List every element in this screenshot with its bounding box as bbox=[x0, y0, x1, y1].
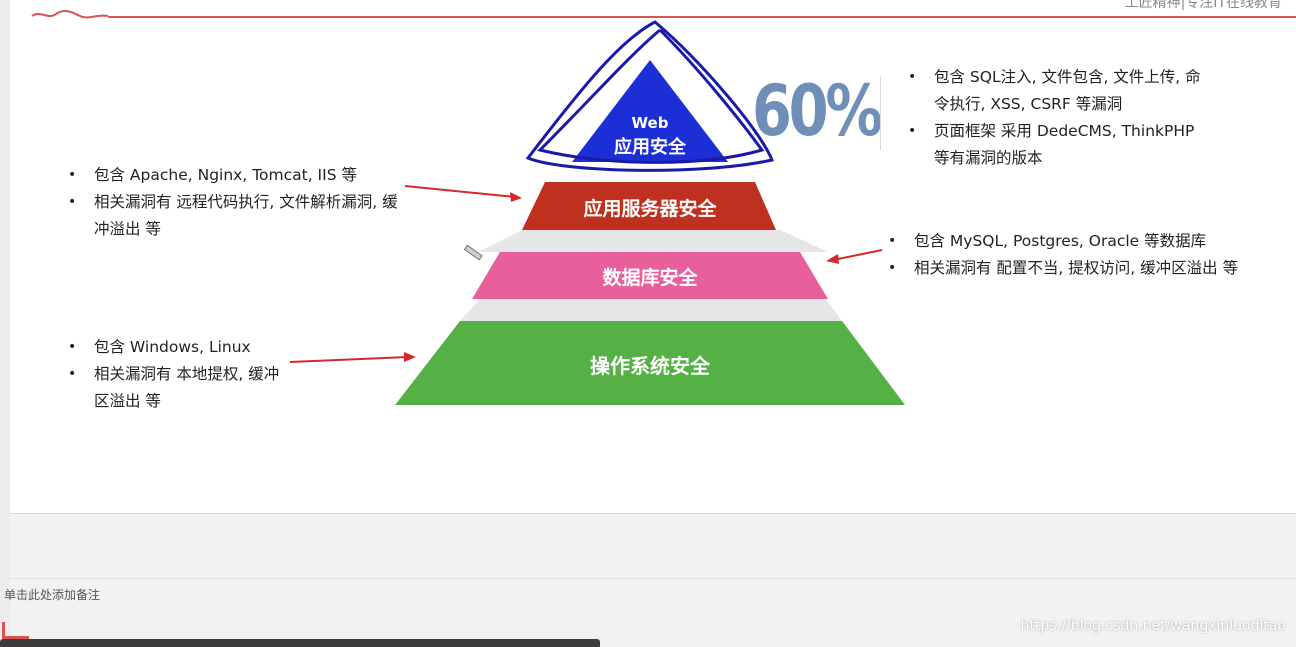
web-annotation-list: 包含 SQL注入, 文件包含, 文件上传, 命令执行, XSS, CSRF 等漏… bbox=[904, 64, 1204, 172]
list-item: 页面框架 采用 DedeCMS, ThinkPHP 等有漏洞的版本 bbox=[904, 118, 1204, 172]
list-item: 相关漏洞有 远程代码执行, 文件解析漏洞, 缓冲溢出 等 bbox=[64, 189, 404, 243]
percentage-stat: 60% bbox=[752, 70, 883, 152]
header-rule bbox=[108, 16, 1296, 18]
list-item: 包含 Apache, Nginx, Tomcat, IIS 等 bbox=[64, 162, 404, 189]
notes-pane[interactable] bbox=[10, 514, 1296, 636]
tier-database-label: 数据库安全 bbox=[602, 267, 698, 289]
slide-canvas[interactable]: 工匠精神|专注IT在线教育 Web 应用安全 应用服务器安全 数据库安全 操作系… bbox=[0, 0, 1296, 514]
list-item: 相关漏洞有 配置不当, 提权访问, 缓冲区溢出 等 bbox=[884, 255, 1274, 282]
tier-os-shape[interactable] bbox=[395, 321, 905, 405]
security-pyramid bbox=[289, 20, 905, 405]
tier-web-label-1: Web bbox=[631, 114, 669, 132]
watermark-url: https://blog.csdn.net/wangxinluoditao bbox=[1020, 618, 1286, 634]
left-panel-edge bbox=[0, 0, 10, 636]
squiggle-decoration bbox=[31, 9, 109, 19]
list-item: 包含 MySQL, Postgres, Oracle 等数据库 bbox=[884, 228, 1274, 255]
list-item: 包含 Windows, Linux bbox=[64, 334, 294, 361]
database-annotation-list: 包含 MySQL, Postgres, Oracle 等数据库 相关漏洞有 配置… bbox=[884, 228, 1274, 282]
notes-placeholder[interactable]: 单击此处添加备注 bbox=[4, 588, 101, 602]
corner-marker bbox=[2, 622, 29, 639]
tier-os-label: 操作系统安全 bbox=[590, 354, 710, 378]
notes-divider bbox=[10, 578, 1296, 579]
app-server-annotation-list: 包含 Apache, Nginx, Tomcat, IIS 等 相关漏洞有 远程… bbox=[64, 162, 404, 243]
brand-slogan: 工匠精神|专注IT在线教育 bbox=[1124, 0, 1282, 11]
red-arrow-icon bbox=[826, 249, 883, 264]
hand-drawn-outline bbox=[525, 20, 775, 172]
red-arrow-icon bbox=[404, 185, 522, 202]
tier-app-server-label: 应用服务器安全 bbox=[583, 198, 717, 220]
tier-app-server-shape[interactable] bbox=[522, 182, 776, 230]
list-item: 相关漏洞有 本地提权, 缓冲区溢出 等 bbox=[64, 361, 294, 415]
stat-divider bbox=[880, 76, 881, 150]
tier-web-label-2: 应用安全 bbox=[614, 137, 686, 158]
tier-database-shape[interactable] bbox=[472, 252, 828, 299]
os-annotation-list: 包含 Windows, Linux 相关漏洞有 本地提权, 缓冲区溢出 等 bbox=[64, 334, 294, 415]
pen-cursor-icon bbox=[463, 244, 483, 261]
tier-web-shape[interactable] bbox=[572, 60, 728, 162]
red-arrow-icon bbox=[289, 352, 416, 363]
shadow-band bbox=[478, 230, 828, 252]
list-item: 包含 SQL注入, 文件包含, 文件上传, 命令执行, XSS, CSRF 等漏… bbox=[904, 64, 1204, 118]
taskbar-strip bbox=[0, 639, 600, 647]
shadow-band bbox=[460, 299, 842, 321]
